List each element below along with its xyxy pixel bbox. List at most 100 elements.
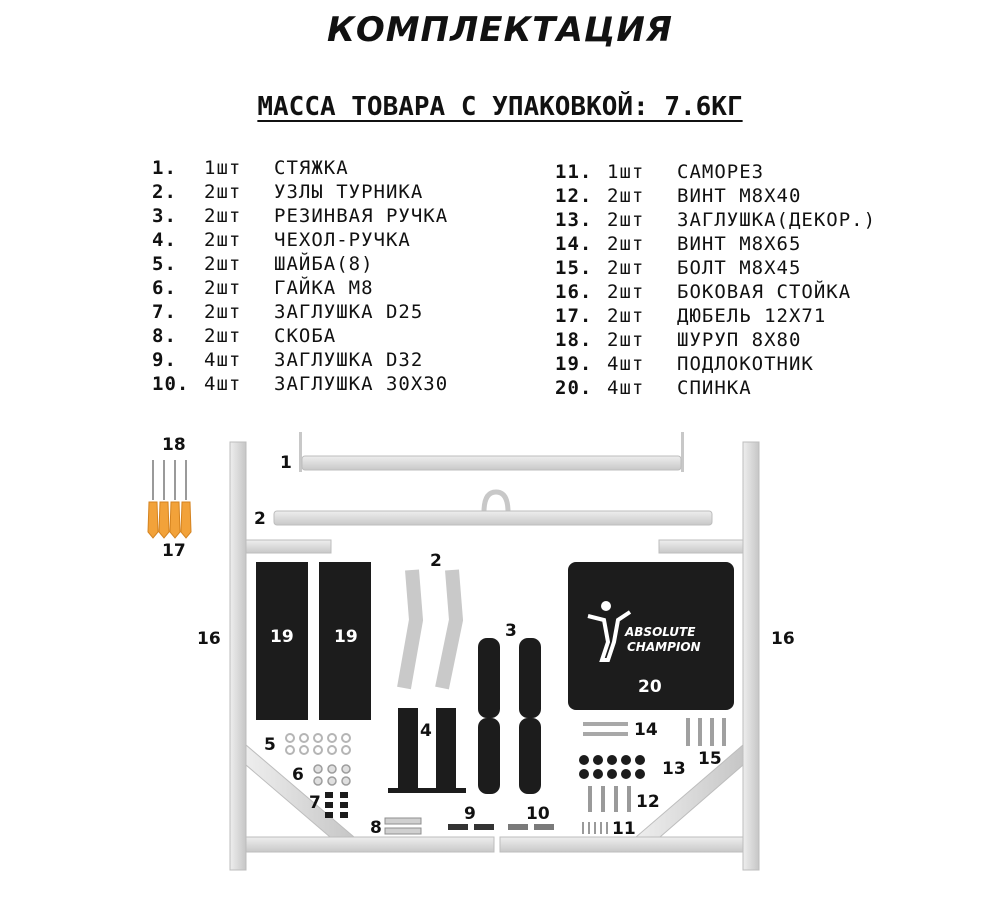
part-number: 8. bbox=[152, 325, 177, 347]
part-name: ЗАГЛУШКА D25 bbox=[274, 301, 424, 323]
part-name: ШАЙБА(8) bbox=[274, 253, 374, 275]
part-item: 20. 4шт СПИНКА bbox=[555, 376, 876, 400]
part-name: САМОРЕЗ bbox=[677, 161, 765, 183]
logo-line1: ABSOLUTE bbox=[624, 625, 696, 639]
label-6: 6 bbox=[292, 765, 304, 785]
package-mass: МАССА ТОВАРА С УПАКОВКОЙ: 7.6КГ bbox=[257, 92, 743, 122]
part-quantity: 2шт bbox=[607, 209, 645, 231]
part-name: ДЮБЕЛЬ 12Х71 bbox=[677, 305, 827, 327]
label-17: 17 bbox=[162, 541, 186, 561]
part-quantity: 2шт bbox=[204, 277, 242, 299]
side-frame-right bbox=[499, 441, 760, 871]
dowels-12x71 bbox=[147, 501, 192, 539]
label-7: 7 bbox=[309, 793, 321, 813]
part-quantity: 4шт bbox=[204, 349, 242, 371]
screws-m8x40 bbox=[588, 786, 631, 812]
part-quantity: 4шт bbox=[204, 373, 242, 395]
part-name: СПИНКА bbox=[677, 377, 752, 399]
brand-logo: ABSOLUTE CHAMPION bbox=[587, 601, 701, 662]
part-item: 9. 4шт ЗАГЛУШКА D32 bbox=[152, 348, 448, 372]
label-11: 11 bbox=[612, 819, 636, 839]
part-name: УЗЛЫ ТУРНИКА bbox=[274, 181, 424, 203]
screws-m8x65 bbox=[583, 722, 628, 736]
part-item: 8. 2шт СКОБА bbox=[152, 324, 448, 348]
label-19: 19 bbox=[334, 627, 358, 647]
part-name: ЗАГЛУШКА(ДЕКОР.) bbox=[677, 209, 877, 231]
label-4: 4 bbox=[420, 721, 432, 741]
part-quantity: 2шт bbox=[607, 257, 645, 279]
label-13: 13 bbox=[662, 759, 686, 779]
label-20: 20 bbox=[638, 677, 662, 697]
label-16: 16 bbox=[197, 629, 221, 649]
nuts-m8 bbox=[313, 764, 351, 786]
part-name: ПОДЛОКОТНИК bbox=[677, 353, 814, 375]
label-8: 8 bbox=[370, 818, 382, 838]
screws-8x80 bbox=[152, 460, 187, 500]
part-number: 20. bbox=[555, 377, 593, 399]
bolts-m8x45 bbox=[686, 718, 726, 746]
part-number: 2. bbox=[152, 181, 177, 203]
label-2: 2 bbox=[254, 509, 266, 529]
plugs-d25 bbox=[325, 792, 348, 818]
armrest-pad bbox=[256, 562, 308, 720]
part-number: 14. bbox=[555, 233, 593, 255]
part-item: 13. 2шт ЗАГЛУШКА(ДЕКОР.) bbox=[555, 208, 876, 232]
part-number: 16. bbox=[555, 281, 593, 303]
part-name: ЧЕХОЛ-РУЧКА bbox=[274, 229, 411, 251]
part-number: 1. bbox=[152, 157, 177, 179]
plugs-30x30 bbox=[508, 824, 554, 830]
label-19: 19 bbox=[270, 627, 294, 647]
label-3: 3 bbox=[505, 621, 517, 641]
part-name: ЗАГЛУШКА D32 bbox=[274, 349, 424, 371]
rubber-grips bbox=[478, 638, 541, 794]
part-number: 12. bbox=[555, 185, 593, 207]
part-number: 18. bbox=[555, 329, 593, 351]
part-quantity: 2шт bbox=[204, 325, 242, 347]
part-name: РЕЗИНВАЯ РУЧКА bbox=[274, 205, 449, 227]
part-number: 6. bbox=[152, 277, 177, 299]
label-9: 9 bbox=[464, 804, 476, 824]
part-quantity: 4шт bbox=[607, 353, 645, 375]
part-name: ВИНТ М8Х40 bbox=[677, 185, 802, 207]
part-quantity: 4шт bbox=[607, 377, 645, 399]
part-number: 7. bbox=[152, 301, 177, 323]
part-name: СТЯЖКА bbox=[274, 157, 349, 179]
label-10: 10 bbox=[526, 804, 550, 824]
part-quantity: 2шт bbox=[607, 305, 645, 327]
label-18: 18 bbox=[162, 435, 186, 455]
part-quantity: 2шт bbox=[204, 205, 242, 227]
part-quantity: 2шт bbox=[607, 185, 645, 207]
backrest: ABSOLUTE CHAMPION bbox=[568, 562, 734, 710]
decorative-caps bbox=[579, 755, 645, 779]
part-name: ВИНТ М8Х65 bbox=[677, 233, 802, 255]
part-number: 11. bbox=[555, 161, 593, 183]
part-number: 19. bbox=[555, 353, 593, 375]
part-number: 13. bbox=[555, 209, 593, 231]
part-quantity: 2шт bbox=[204, 301, 242, 323]
label-2: 2 bbox=[430, 551, 442, 571]
part-item: 1. 1шт СТЯЖКА bbox=[152, 156, 448, 180]
part-name: БОЛТ М8Х45 bbox=[677, 257, 802, 279]
part-number: 9. bbox=[152, 349, 177, 371]
part-name: ШУРУП 8Х80 bbox=[677, 329, 802, 351]
part-quantity: 1шт bbox=[204, 157, 242, 179]
handle-sleeves bbox=[388, 708, 466, 793]
part-name: СКОБА bbox=[274, 325, 337, 347]
label-14: 14 bbox=[634, 720, 658, 740]
label-12: 12 bbox=[636, 792, 660, 812]
part-item: 14. 2шт ВИНТ М8Х65 bbox=[555, 232, 876, 256]
plugs-d32 bbox=[448, 824, 494, 830]
part-quantity: 2шт bbox=[204, 229, 242, 251]
part-quantity: 2шт bbox=[607, 233, 645, 255]
